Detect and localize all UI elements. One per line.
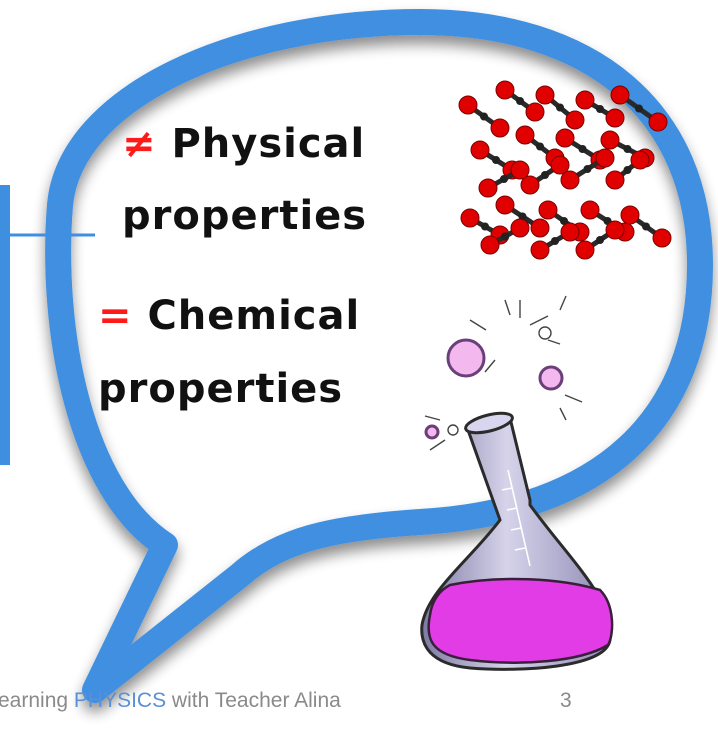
molecule-atom (478, 178, 498, 198)
molecule-lattice-icon (458, 80, 672, 260)
molecule-atom (610, 85, 630, 105)
molecule-atom (480, 235, 500, 255)
molecule-atom (525, 102, 545, 122)
molecule-atom (490, 118, 510, 138)
not-equal-symbol: ≠ (122, 121, 157, 167)
molecule-atom (530, 218, 550, 238)
line-properties-1: properties (122, 193, 368, 239)
molecule-atom (595, 148, 615, 168)
molecule-center-atom (481, 222, 489, 231)
molecule-atom (495, 195, 515, 215)
molecule-atom (620, 205, 640, 225)
flask-icon (420, 411, 614, 671)
molecule-atom (515, 125, 535, 145)
molecule-atom (648, 112, 668, 132)
word-physical: Physical (171, 121, 366, 167)
molecule-atom (470, 140, 490, 160)
molecule-center-atom (596, 105, 604, 113)
molecule-atom (575, 240, 595, 260)
molecule-atom (535, 85, 555, 105)
molecule-center-atom (623, 145, 632, 153)
molecule-atom (510, 160, 530, 180)
left-edge-frame (0, 185, 95, 465)
page-number: 3 (560, 689, 572, 712)
molecule-atom (460, 208, 480, 228)
molecule-center-atom (500, 175, 508, 183)
molecule-center-atom (480, 112, 488, 121)
line-properties-2: properties (98, 366, 344, 412)
molecule-center-atom (556, 103, 564, 112)
molecule-center-atom (518, 212, 527, 221)
molecule-atom (652, 228, 672, 248)
line-chemical: = Chemical (98, 293, 360, 339)
molecule-center-atom (583, 165, 592, 173)
molecule-atom (495, 80, 515, 100)
molecule-center-atom (560, 217, 568, 225)
molecule-atom (520, 175, 540, 195)
molecule-center-atom (492, 156, 500, 164)
footer-text-start: earning (0, 689, 74, 712)
molecule-atom (575, 90, 595, 110)
molecule-atom (510, 218, 530, 238)
molecule-center-atom (578, 145, 587, 153)
molecule-atom (565, 110, 585, 130)
molecule-center-atom (516, 97, 524, 105)
molecule-atom (630, 150, 650, 170)
molecule-atom (560, 222, 580, 242)
molecule-atom (458, 95, 478, 115)
footer-text-end: with Teacher Alina (166, 689, 341, 712)
sparkles-icon (424, 295, 583, 451)
equal-symbol: = (98, 293, 133, 339)
footer-text: earning PHYSICS with Teacher Alina (0, 689, 341, 713)
molecule-center-atom (541, 171, 549, 179)
molecule-center-atom (551, 237, 559, 245)
molecule-atom (600, 130, 620, 150)
molecule-atom (538, 200, 558, 220)
molecule-center-atom (642, 222, 650, 231)
word-chemical: Chemical (147, 293, 361, 339)
footer-highlight: PHYSICS (73, 689, 167, 712)
bubbles-icon (424, 338, 564, 440)
speech-bubble-icon (45, 9, 713, 703)
molecule-atom (605, 170, 625, 190)
molecule-atom (605, 220, 625, 240)
molecule-center-atom (536, 142, 544, 151)
molecule-atom (605, 108, 625, 128)
molecule-center-atom (501, 232, 509, 241)
molecule-atom (550, 155, 570, 175)
molecule-atom (530, 240, 550, 260)
molecule-center-atom (623, 166, 632, 174)
molecule-atom (560, 170, 580, 190)
molecule-center-atom (596, 236, 604, 244)
molecule-center-atom (635, 104, 643, 113)
molecule-atom (580, 200, 600, 220)
line-physical: ≠ Physical (122, 121, 365, 167)
molecule-atom (555, 128, 575, 148)
